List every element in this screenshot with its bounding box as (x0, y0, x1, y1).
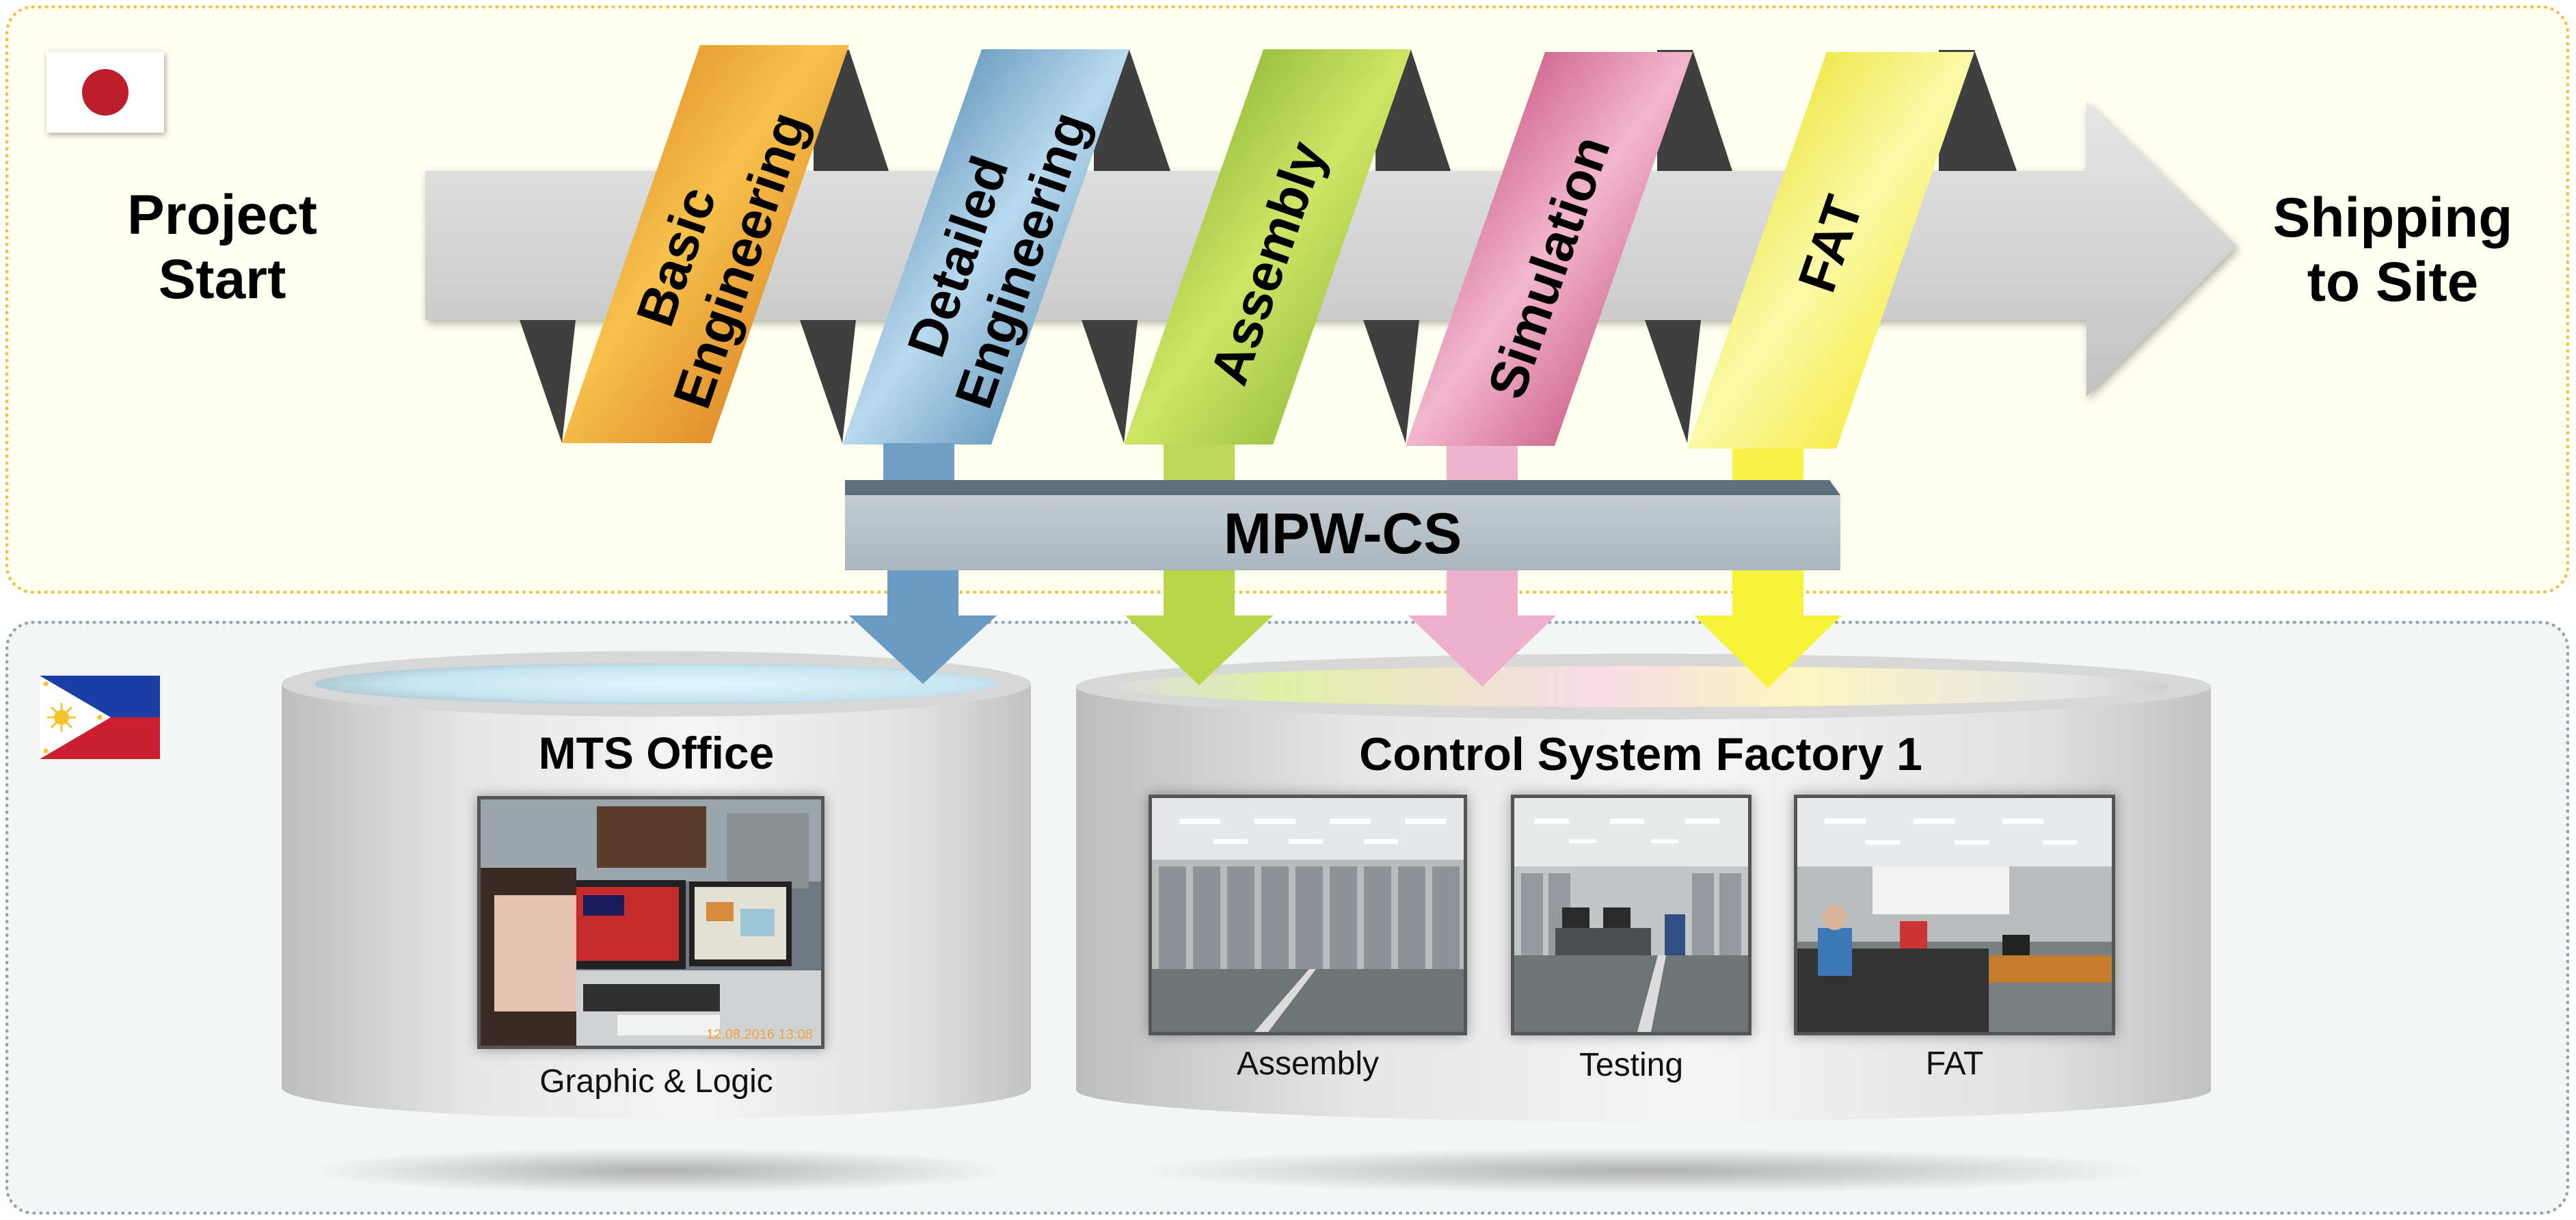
hub-label: MPW-CS (1223, 501, 1462, 566)
testing-floor-photo (1511, 795, 1752, 1035)
fat-photo-caption: FAT (1925, 1046, 1984, 1082)
philippines-flag (40, 676, 160, 759)
shipping-line2: to Site (2307, 251, 2479, 314)
japan-flag (46, 52, 164, 133)
photo-timestamp: 12.08.2016 13:08 (706, 1027, 813, 1042)
shipping-to-site-label: Shipping to Site (2256, 186, 2530, 315)
ribbon-assembly (1124, 49, 1411, 445)
japan-flag-sun (82, 69, 129, 116)
project-start-line1: Project (127, 184, 317, 246)
ribbon-detailed-engineering (842, 49, 1129, 445)
project-start-label: Project Start (103, 183, 342, 313)
office-workstation-photo: 12.08.2016 13:08 (477, 796, 824, 1049)
assembly-photo-caption: Assembly (1236, 1046, 1380, 1082)
testing-photo-caption: Testing (1579, 1047, 1684, 1083)
ribbon-basic-engineering (562, 45, 849, 443)
assembly-floor-photo (1149, 795, 1467, 1035)
project-start-line2: Start (158, 248, 286, 311)
factory-title: Control System Factory 1 (1359, 728, 1922, 780)
hub-bar-top (845, 480, 1840, 495)
ribbon-fat (1687, 52, 1974, 449)
dark-triangles-bottom (520, 320, 1701, 443)
ribbon-simulation (1406, 52, 1693, 446)
office-photo-caption: Graphic & Logic (539, 1063, 773, 1100)
office-cylinder-shadow (304, 1148, 1015, 1194)
factory-cylinder-shadow (1127, 1148, 2166, 1194)
fat-floor-photo (1794, 795, 2115, 1035)
hub-bar (845, 495, 1840, 570)
office-title: MTS Office (538, 728, 775, 778)
shipping-line1: Shipping (2272, 187, 2513, 249)
